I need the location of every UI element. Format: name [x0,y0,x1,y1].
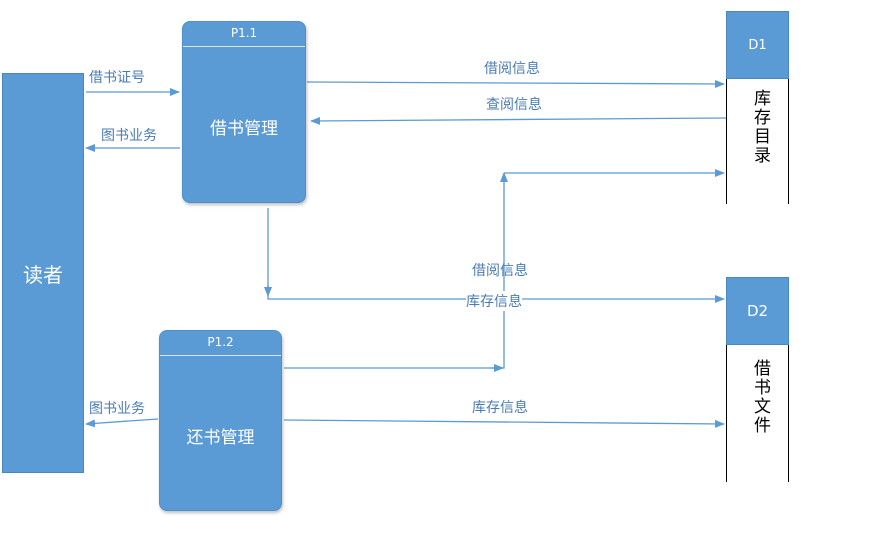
flow-label-card-no: 借书证号 [89,70,145,86]
entity-reader-label: 读者 [23,262,63,287]
flow-stock-info-2-arrow [283,419,725,428]
process-p1-1-id: P1.1 [183,22,305,47]
datastore-d1[interactable]: D1 库存目录 [726,11,789,204]
entity-reader[interactable]: 读者 [2,73,84,473]
datastore-d1-id: D1 [726,11,789,79]
flow-label-borrow-info-1: 借阅信息 [484,61,540,77]
flow-label-book-service-2: 图书业务 [89,401,145,417]
flow-borrow-info-1-arrow [306,79,725,88]
flow-p11-to-d2-arrow [267,208,725,303]
flow-p12-to-d1-arrow [284,172,508,369]
flow-label-stock-info-2: 库存信息 [472,400,528,416]
flow-label-query-info: 查阅信息 [486,97,542,113]
flow-label-book-service-1: 图书业务 [101,128,157,144]
process-p1-2-name: 还书管理 [186,428,255,448]
process-p1-1-name: 借书管理 [210,119,278,139]
datastore-d2-id: D2 [726,277,789,345]
flow-label-borrow-info-2: 借阅信息 [472,263,528,279]
process-p1-2[interactable]: P1.2 还书管理 [159,330,282,511]
datastore-d2[interactable]: D2 借书文件 [726,277,789,482]
flow-query-info-arrow [310,116,727,125]
process-p1-1[interactable]: P1.1 借书管理 [182,21,306,203]
flow-book-service-2-arrow [85,418,159,428]
flow-label-stock-info-1: 库存信息 [466,291,522,311]
datastore-d2-name: 借书文件 [750,359,770,435]
datastore-d1-name: 库存目录 [750,89,770,165]
process-p1-2-id: P1.2 [160,331,281,356]
